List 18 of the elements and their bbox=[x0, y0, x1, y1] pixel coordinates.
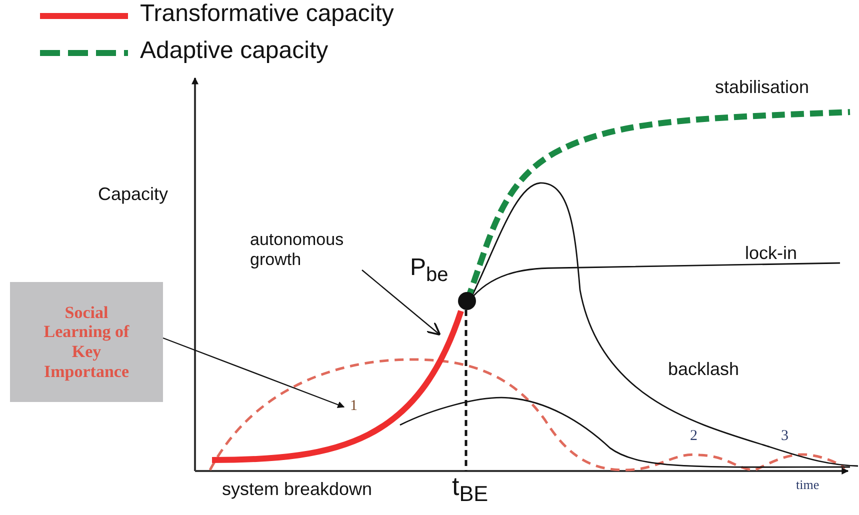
axis-label: Capacity bbox=[98, 185, 168, 205]
leader-arrow bbox=[362, 270, 441, 336]
curve-label: lock-in bbox=[745, 244, 798, 264]
point-label: t$_{BE}$ bbox=[452, 472, 488, 506]
curve-label: stabilisation bbox=[715, 78, 810, 98]
curve-number: 1 bbox=[350, 398, 362, 416]
point-label: P$_{be}$ bbox=[410, 255, 448, 286]
curve-number: 3 bbox=[781, 428, 788, 444]
legend-label: Transformative capacity bbox=[140, 1, 394, 28]
axis-label: system breakdown bbox=[222, 480, 372, 500]
axis-label: time bbox=[796, 478, 820, 492]
legend-label: Adaptive capacity bbox=[140, 38, 328, 64]
callout-text: autonomous growth bbox=[250, 230, 360, 274]
curve-number: 2 bbox=[690, 428, 698, 444]
callout-box: Social Learning of Key Importance bbox=[10, 282, 163, 402]
leader-arrow bbox=[162, 337, 345, 408]
curve-label: backlash bbox=[668, 360, 740, 380]
transformative-curve bbox=[212, 310, 464, 463]
